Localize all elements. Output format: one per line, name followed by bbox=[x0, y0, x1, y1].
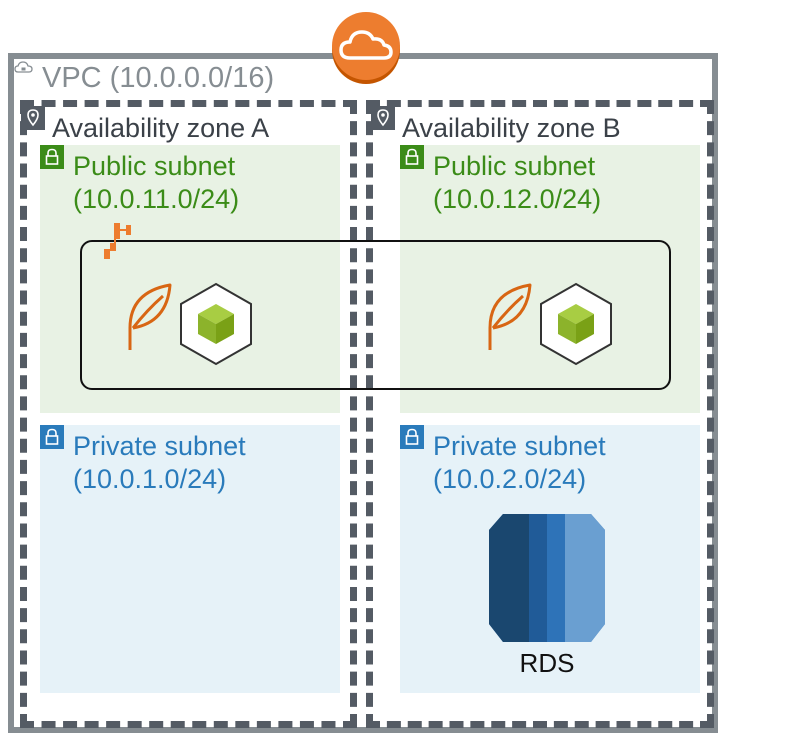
public-subnet-a-title: Public subnet bbox=[73, 151, 236, 181]
rds-database-icon bbox=[489, 514, 605, 642]
rds-label: RDS bbox=[519, 648, 575, 678]
private-subnet-b-cidr: (10.0.2.0/24) bbox=[433, 464, 587, 494]
auto-scaling-group bbox=[80, 240, 671, 390]
availability-zone-a bbox=[20, 100, 357, 728]
availability-zone-b-label: Availability zone B bbox=[402, 113, 621, 143]
private-lock-icon bbox=[40, 425, 64, 449]
public-subnet-b-cidr: (10.0.12.0/24) bbox=[433, 184, 602, 214]
elastic-beanstalk-leaf-icon bbox=[128, 283, 172, 350]
location-pin-icon bbox=[21, 106, 45, 130]
availability-zone-b bbox=[366, 100, 714, 728]
public-lock-icon bbox=[400, 145, 424, 169]
public-subnet-b-title: Public subnet bbox=[433, 151, 596, 181]
private-subnet-a bbox=[40, 425, 340, 693]
auto-scaling-icon bbox=[104, 223, 131, 259]
private-lock-icon bbox=[400, 425, 424, 449]
public-subnet-a bbox=[40, 145, 340, 413]
private-subnet-a-cidr: (10.0.1.0/24) bbox=[73, 464, 227, 494]
cloud-icon bbox=[332, 12, 400, 84]
availability-zone-a-label: Availability zone A bbox=[52, 113, 270, 143]
private-subnet-a-title: Private subnet bbox=[73, 431, 246, 461]
public-subnet-a-cidr: (10.0.11.0/24) bbox=[73, 184, 240, 214]
public-subnet-b bbox=[400, 145, 700, 413]
ec2-instance-icon bbox=[180, 282, 252, 366]
public-lock-icon bbox=[40, 145, 64, 169]
vpc-lock-icon bbox=[14, 61, 33, 73]
location-pin-icon bbox=[371, 106, 395, 130]
elastic-beanstalk-leaf-icon bbox=[488, 283, 532, 350]
vpc-label: VPC (10.0.0.0/16) bbox=[42, 62, 275, 94]
ec2-instance-icon bbox=[540, 282, 612, 366]
private-subnet-b-title: Private subnet bbox=[433, 431, 606, 461]
